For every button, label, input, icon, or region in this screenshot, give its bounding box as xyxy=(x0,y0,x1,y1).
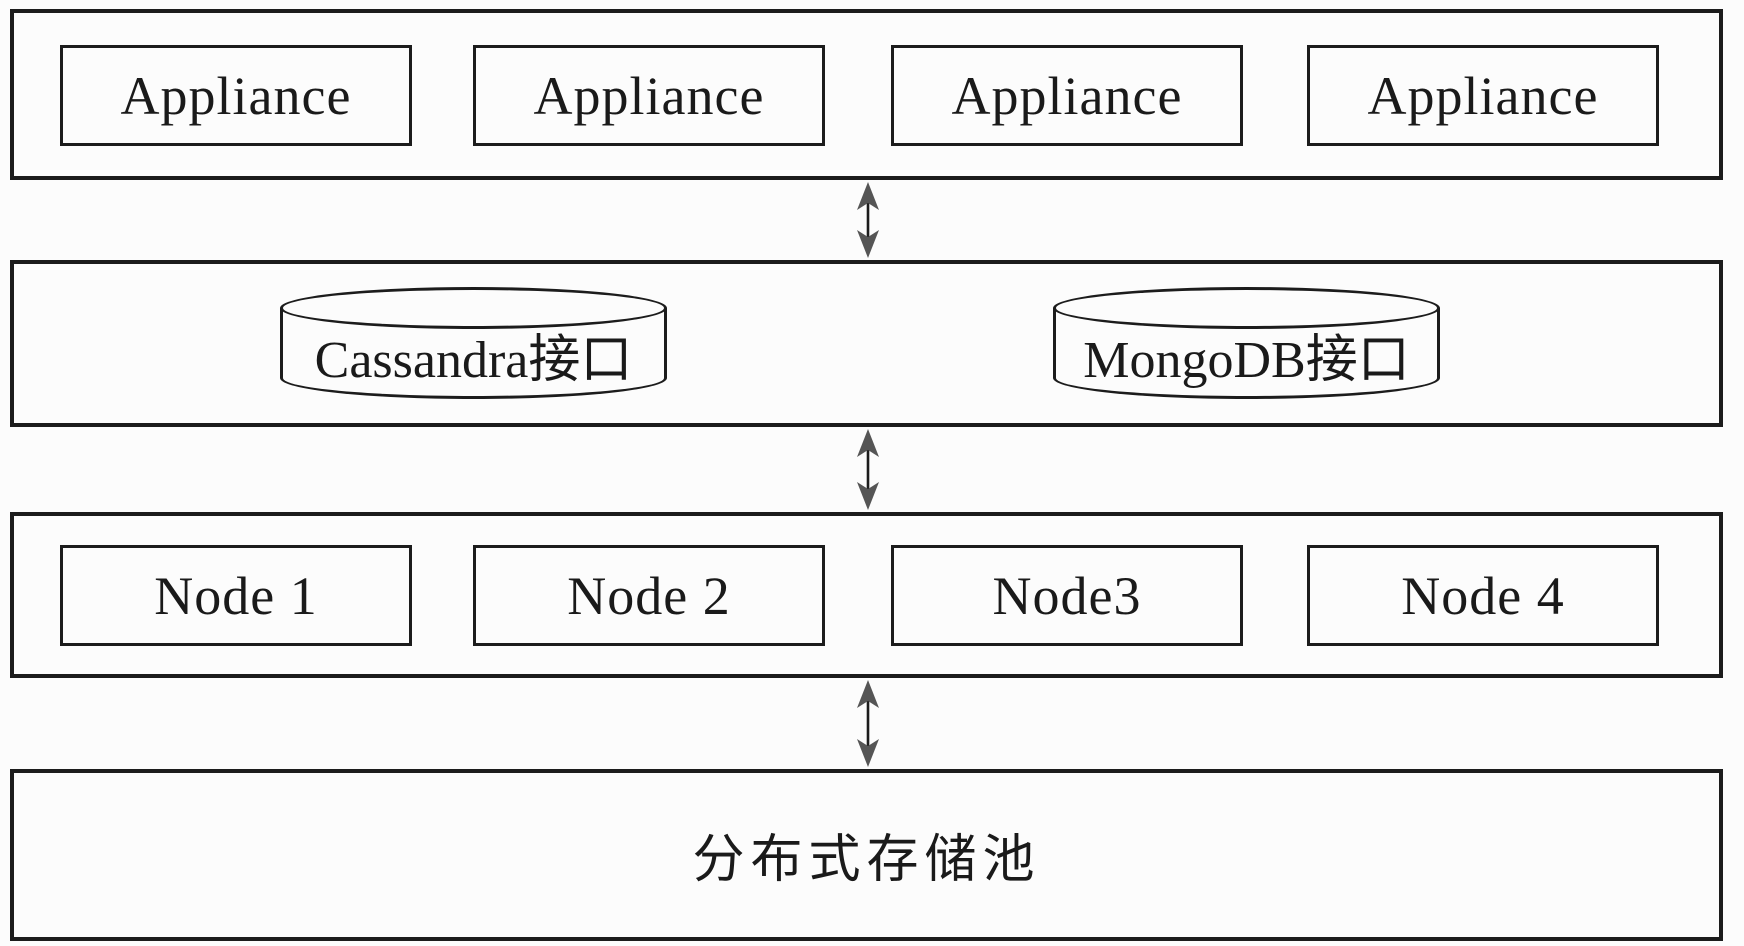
cylinder-top-ellipse xyxy=(280,287,667,329)
storage-pool-layer: 分布式存储池 xyxy=(10,769,1723,941)
appliance-label-4: Appliance xyxy=(1367,65,1599,126)
bidirectional-arrow-icon xyxy=(857,182,879,258)
cassandra-interface-label: Cassandra接口 xyxy=(314,332,633,389)
node-layer: Node 1 Node 2 Node3 Node 4 xyxy=(10,512,1723,678)
node-label-4: Node 4 xyxy=(1401,565,1565,626)
appliance-label-2: Appliance xyxy=(533,65,765,126)
appliance-layer: Appliance Appliance Appliance Appliance xyxy=(10,9,1723,180)
appliance-label-3: Appliance xyxy=(951,65,1183,126)
cylinder-top-ellipse xyxy=(1053,287,1440,329)
node-box-1: Node 1 xyxy=(60,545,412,646)
node-label-2: Node 2 xyxy=(567,565,731,626)
node-label-3: Node3 xyxy=(992,565,1142,626)
node-box-3: Node3 xyxy=(891,545,1243,646)
storage-pool-label: 分布式存储池 xyxy=(692,832,1041,889)
bidirectional-arrow-icon xyxy=(857,680,879,767)
appliance-label-1: Appliance xyxy=(120,65,352,126)
mongodb-interface-cylinder-icon: MongoDB接口 xyxy=(1053,287,1440,399)
cassandra-interface-cylinder-icon: Cassandra接口 xyxy=(280,287,667,399)
appliance-box-1: Appliance xyxy=(60,45,412,146)
appliance-box-3: Appliance xyxy=(891,45,1243,146)
appliance-box-2: Appliance xyxy=(473,45,825,146)
appliance-box-4: Appliance xyxy=(1307,45,1659,146)
node-box-4: Node 4 xyxy=(1307,545,1659,646)
node-label-1: Node 1 xyxy=(154,565,318,626)
interface-layer: Cassandra接口 MongoDB接口 xyxy=(10,260,1723,427)
mongodb-interface-label: MongoDB接口 xyxy=(1083,332,1410,389)
bidirectional-arrow-icon xyxy=(857,429,879,510)
node-box-2: Node 2 xyxy=(473,545,825,646)
